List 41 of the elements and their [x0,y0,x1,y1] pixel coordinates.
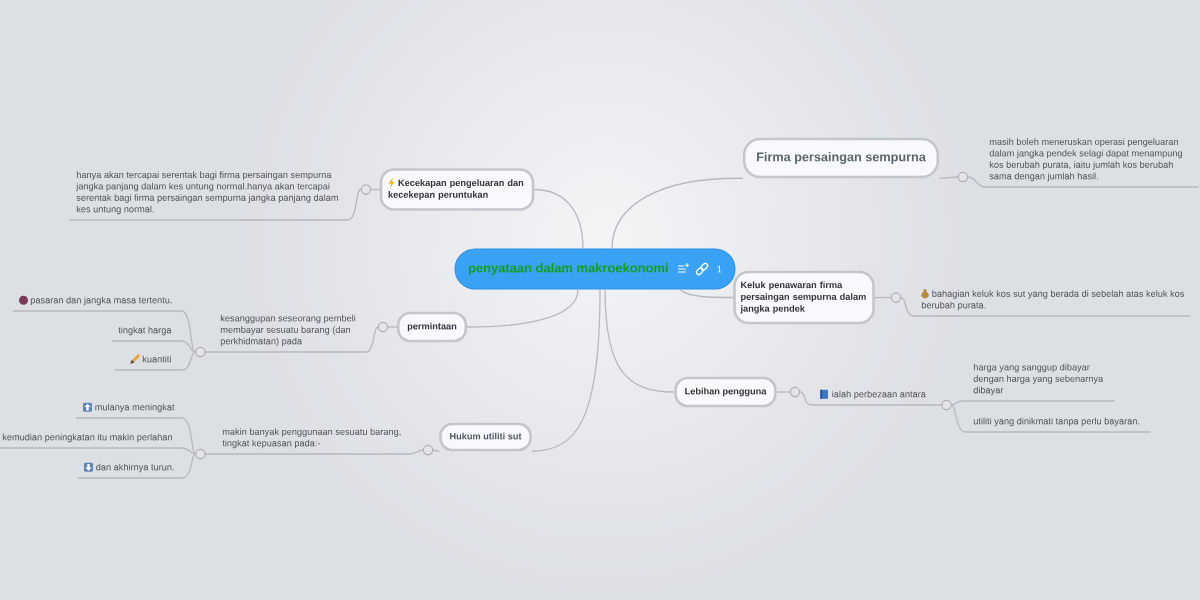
topic-box: Firma persaingan sempurna [742,137,940,179]
connector-line [611,177,744,250]
topic-box: permintaan [396,311,468,343]
note-text: ialah perbezaan antara [811,390,944,406]
note-text: pasaran dan jangka masa tertentu. [12,296,183,312]
topic-box: Keluk penawaran firma persaingan sempurna dalam jangka pendek [733,270,875,325]
connector-line [364,326,379,353]
connector-line [604,288,675,393]
connector-line [179,447,196,455]
connector-line [180,340,196,353]
note-text: kesanggupan seseorang pembeli membayar sesuatu barang (dan perkhidmatan) pada [204,314,367,353]
note-text: dan akhirnya turun. [77,463,183,479]
topic-box: Hukum utiliti sut [439,422,532,452]
connector-line [951,400,964,406]
note-text: makin banyak penggunaan sesuatu barang, tingkat kepuasan pada:- [204,428,410,455]
note-text: kemudian peningkatan itu makin perlahan [0,433,182,449]
connector-line [531,288,601,452]
connector-line [466,288,579,328]
connector-line [180,417,196,455]
note-text: tingkat harga [111,326,183,342]
note-text: masih boleh meneruskan operasi pengeluaran dalam jangka pendek selagi dapat menampung kos berubah purata, iaitu jumlah kos berubah sama dengan jumlah hasil. [984,138,1200,188]
connector-line [180,453,196,479]
connector-line [679,288,734,299]
connector-line [799,391,813,406]
connector-line [967,176,986,188]
note-text: kuantiti [114,355,183,371]
connector-line [180,351,196,371]
note-text: hanya akan tercapai serentak bagi firma persaingan sempurna jangka panjang dalam kes untung normal.hanya akan tercapai serentak bagi firma persaingan sempurna jangka panjang dalam kes untung normal. [68,171,349,221]
note-text: bahagian keluk kos sut yang berada di sebelah atas keluk kos berubah purata. [913,290,1192,317]
topic-box: Kecekapan pengeluaran dan kecekepan peruntukan [379,168,535,211]
topic-box: Lebihan pengguna [674,376,777,408]
central-topic: penyataan dalam makroekonomi 1 [454,248,736,290]
note-text: mulanya meningkat [75,403,183,419]
note-text: utiliti yang dinikmati tanpa perlu bayaran. [964,417,1152,433]
connector-line [407,449,424,455]
note-text: harga yang sanggup dibayar dengan harga yang sebenarnya dibayar [962,363,1116,402]
connector-line [346,188,362,221]
connector-line [900,296,915,317]
connector-line [951,404,966,433]
connector-line [180,310,196,353]
connector-line [533,188,584,250]
